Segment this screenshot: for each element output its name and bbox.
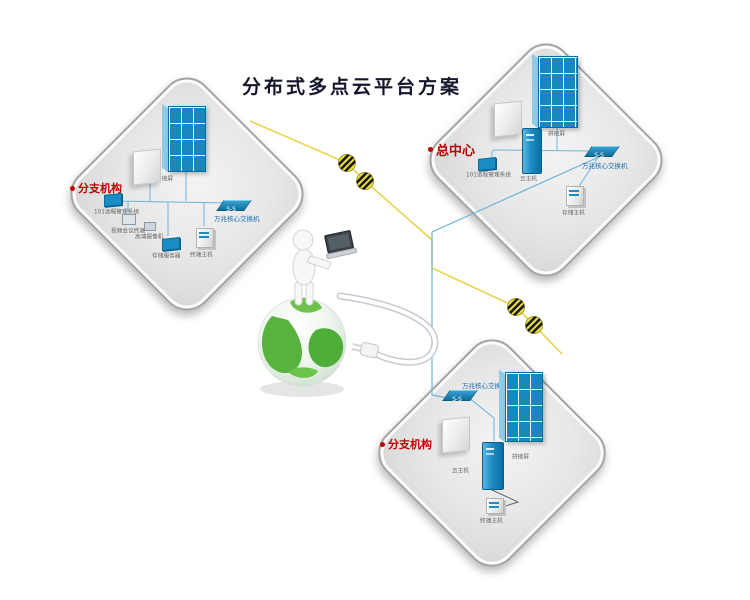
whiteboard-icon: [494, 100, 522, 138]
cloud-server-icon: [522, 128, 542, 174]
power-plug-icon: [351, 342, 379, 359]
device-label: 拼接屏: [548, 130, 566, 138]
storage-icon: [566, 186, 584, 206]
terminal-pc-icon: [486, 498, 504, 514]
cloud-server-icon: [482, 442, 504, 490]
whiteboard-icon: [133, 148, 161, 186]
person-leg: [294, 281, 303, 306]
microwave-coil-icon: [525, 316, 543, 334]
display-wall-icon: [532, 53, 578, 129]
mgmt-box-icon: [478, 157, 496, 171]
conference-terminal-icon: [122, 214, 136, 225]
earth-globe: [257, 297, 347, 387]
device-label: 存储服务器: [152, 252, 181, 260]
switch-face-label: S-S: [452, 396, 463, 403]
camera-icon: [144, 222, 156, 231]
site-label-text: 分支机构: [78, 182, 122, 195]
terminal-pc-icon: [196, 228, 214, 248]
bullet-icon: [428, 147, 433, 152]
device-label: 终端主机: [190, 251, 213, 259]
microwave-coil-icon: [338, 154, 356, 172]
site-label-branch-left: 分支机构: [70, 180, 122, 196]
display-wall-front: [168, 106, 206, 172]
person-head: [292, 229, 314, 251]
person-figure: [292, 229, 332, 306]
site-label-hq: 总中心: [428, 140, 475, 159]
network-cable: [336, 292, 439, 366]
person-leg: [305, 281, 314, 306]
device-label: 拼接屏: [512, 453, 530, 461]
device-label: 101远程管理系统: [94, 208, 140, 216]
bullet-icon: [70, 185, 75, 191]
switch-face-label: S-S: [594, 152, 605, 159]
globe-shadow: [260, 381, 344, 397]
display-wall-icon: [162, 103, 206, 172]
device-label: 高清摄像机: [135, 233, 164, 241]
laptop-icon: [324, 230, 357, 260]
mgmt-box-icon: [104, 193, 122, 207]
diagram-title: 分布式多点云平台方案: [241, 76, 462, 98]
site-label-branch-bottom: 分支机构: [380, 436, 432, 452]
device-label: 101远程管理系统: [466, 171, 512, 179]
device-label: 存储主机: [562, 209, 585, 217]
whiteboard-icon: [442, 416, 470, 454]
site-label-text: 总中心: [436, 144, 476, 159]
device-label: 终端主机: [480, 517, 503, 525]
person-arm: [306, 255, 332, 270]
device-label: 云主机: [452, 467, 470, 475]
person-torso: [292, 248, 316, 286]
device-label: 视频会议终端: [111, 227, 146, 235]
display-wall-icon: [499, 369, 543, 442]
switch-label: 万兆核心交换机: [582, 162, 628, 170]
display-wall-front: [538, 56, 578, 128]
device-label: 云主机: [520, 175, 538, 183]
site-label-text: 分支机构: [388, 438, 432, 451]
storage-icon: [162, 237, 180, 251]
bullet-icon: [380, 441, 385, 447]
display-wall-front: [505, 372, 543, 442]
device-label: 拼接屏: [156, 175, 174, 183]
microwave-coil-icon: [507, 298, 525, 316]
microwave-coil-icon: [356, 172, 374, 190]
switch-label: 万兆核心交换机: [214, 215, 260, 223]
